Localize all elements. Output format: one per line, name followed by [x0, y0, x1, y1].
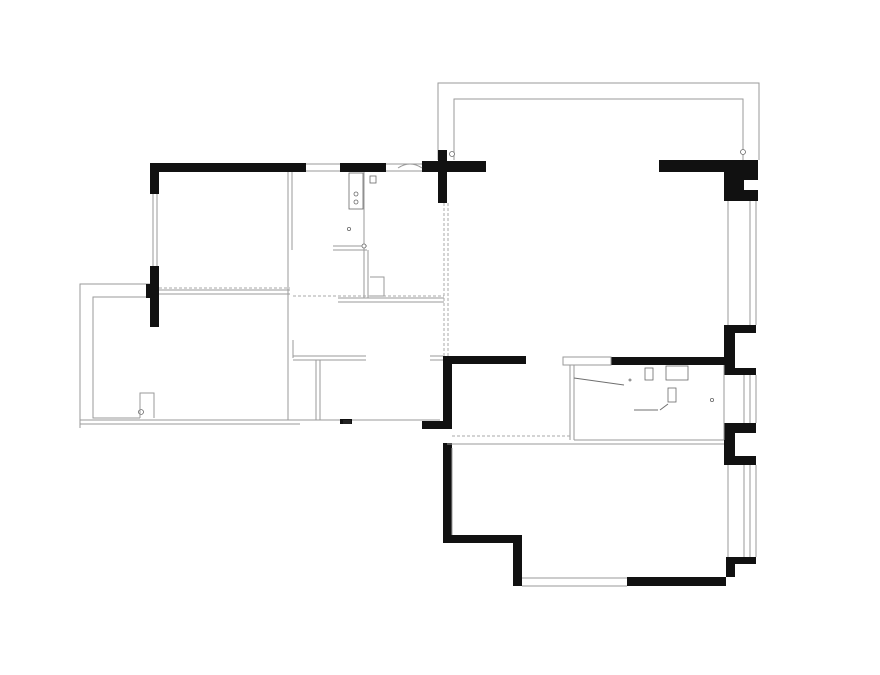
wall-inner-stub [443, 356, 526, 364]
wall-ne-notch [724, 160, 758, 201]
wall-inner-column-foot [422, 421, 452, 429]
door-swing-kitchen [370, 276, 385, 297]
wall-e-notch-1 [724, 325, 756, 375]
wall-e-notch-2 [724, 423, 756, 465]
wall-sw-column [443, 443, 452, 543]
bath-vanity [665, 365, 689, 381]
wall-w-pier [150, 266, 159, 327]
balcony-post-left-wing [138, 409, 144, 415]
wall-center-top [422, 161, 486, 172]
wall-nw-top [150, 163, 306, 172]
balcony-post-left [449, 151, 455, 157]
windows [152, 163, 757, 587]
bath-dot-2 [628, 378, 632, 382]
wall-nw-corner [150, 163, 159, 194]
balcony-post-right [740, 149, 746, 155]
wall-inner-column [443, 356, 452, 429]
wall-center-column [438, 150, 447, 203]
dashed-lines [159, 203, 570, 437]
bath-cabinet [667, 387, 677, 403]
wall-s-right [627, 557, 756, 586]
fixture-dot-2 [361, 243, 367, 249]
fixture-dot-1 [346, 226, 351, 231]
bath-dot [710, 397, 715, 402]
wall-marker [343, 420, 351, 424]
partitions [159, 172, 725, 535]
top-balcony [437, 82, 760, 160]
kitchen-counter [348, 172, 364, 210]
wall-s-left [443, 535, 522, 586]
kitchen-sink-icon [369, 175, 377, 184]
wall-w-stub [146, 284, 154, 298]
shower-mark [634, 403, 669, 411]
wall-nw-top-2 [340, 163, 386, 172]
stove-burner-2-icon [353, 199, 359, 205]
stove-burner-1-icon [353, 191, 359, 197]
wall-inner-divide [611, 357, 724, 365]
toilet-icon [644, 367, 654, 381]
fixtures [343, 163, 715, 424]
left-balcony [79, 283, 440, 428]
